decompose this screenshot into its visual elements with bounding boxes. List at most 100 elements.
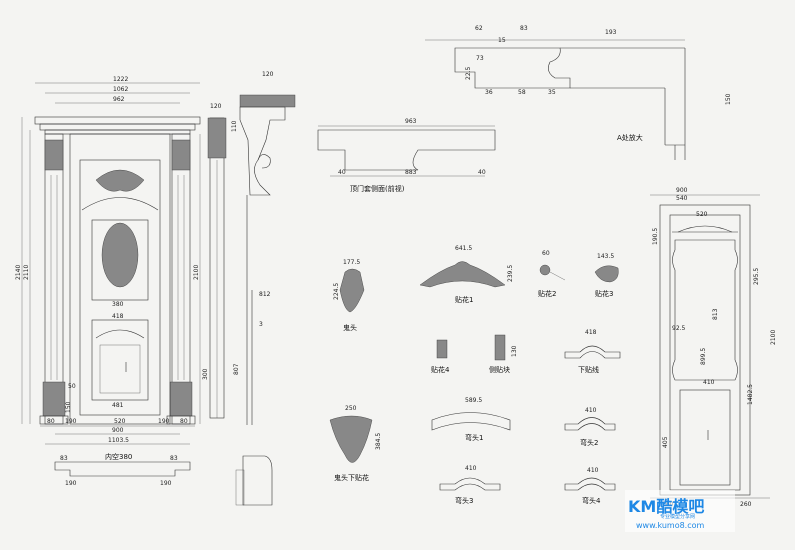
dim-1062: 1062 (113, 86, 128, 93)
dim-963: 963 (405, 118, 417, 125)
watermark-sub: 专业模型分享网 (660, 513, 695, 520)
part-arch-head-2: 410 弯头2 (564, 407, 616, 447)
dim-380: 380 (112, 301, 124, 308)
caption-lower-line: 下贴线 (578, 365, 599, 374)
caption-arch-head-2: 弯头2 (580, 438, 598, 447)
watermark-url: www.kumo8.com (636, 521, 705, 530)
dim-812: 812 (259, 291, 271, 298)
caption-applique-1: 贴花1 (455, 295, 473, 304)
dim-641: 641.5 (455, 245, 472, 252)
dim-80-left: 80 (47, 418, 55, 425)
caption-top-trim-side: 顶门套侧面(前视) (350, 184, 405, 193)
dim-1482: 1482.5 (747, 384, 754, 405)
caption-arch-head-1: 弯头1 (465, 433, 483, 442)
dim-883: 883 (405, 169, 417, 176)
dim-2140: 2140 (15, 265, 22, 280)
dim-250: 250 (345, 405, 357, 412)
dim-190-sill-right: 190 (160, 480, 172, 487)
door-front-elevation: 1222 1062 962 (15, 76, 201, 445)
caption-arch-head-3: 弯头3 (455, 496, 473, 505)
dim-193: 193 (605, 29, 617, 36)
dim-900: 900 (112, 427, 124, 434)
part-lower-line: 418 下贴线 (564, 329, 621, 374)
caption-detail-a: A处放大 (617, 133, 643, 142)
dim-35: 35 (548, 89, 556, 96)
detail-a-enlarged: 62 83 193 15 73 22.5 36 58 35 150 A处放大 (425, 25, 732, 160)
dim-418: 418 (112, 313, 124, 320)
dim-36: 36 (485, 89, 493, 96)
dim-143: 143.5 (597, 253, 614, 260)
watermark-brand: KM酷模吧 (628, 497, 704, 516)
dim-410-a4: 410 (587, 467, 599, 474)
dim-2100-right: 2100 (770, 330, 777, 345)
part-applique-2: 60 贴花2 (538, 250, 566, 298)
dim-177: 177.5 (343, 259, 360, 266)
dim-520-right: 520 (696, 211, 708, 218)
dim-813: 813 (712, 308, 719, 320)
dim-130: 130 (511, 345, 518, 357)
caption-applique-2: 贴花2 (538, 289, 556, 298)
caption-ghost-head-lower: 鬼头下贴花 (334, 473, 369, 482)
caption-applique-4: 贴花4 (431, 365, 450, 374)
part-arch-head-1: 589.5 弯头1 (431, 397, 511, 442)
dim-150-detail: 150 (725, 93, 732, 105)
dim-410-a3: 410 (465, 465, 477, 472)
dim-962: 962 (113, 96, 125, 103)
part-applique-3: 143.5 贴花3 (594, 253, 619, 298)
dim-15: 15 (498, 37, 506, 44)
caption-applique-3: 贴花3 (595, 289, 613, 298)
dim-190-5: 190.5 (652, 228, 659, 245)
dim-80-right: 80 (180, 418, 188, 425)
dim-190-left: 190 (65, 418, 77, 425)
dim-224: 224.5 (333, 283, 340, 300)
dim-60-a2: 60 (542, 250, 550, 257)
part-applique-4: 贴花4 (431, 339, 450, 374)
dim-899: 899.5 (700, 348, 707, 365)
dim-120-top: 120 (262, 71, 274, 78)
dim-83-left: 83 (60, 455, 68, 462)
door-side-section: 120 300 (202, 103, 227, 419)
dim-481: 481 (112, 402, 124, 409)
dim-520: 520 (114, 418, 126, 425)
dim-589: 589.5 (465, 397, 482, 404)
threshold-section: 83 83 内空380 190 190 (54, 452, 191, 487)
part-applique-1: 641.5 239.5 贴花1 (419, 245, 514, 304)
dim-1222: 1222 (113, 76, 128, 83)
cornice-profile: 120 110 812 3 807 (231, 71, 296, 425)
part-side-block: 130 侧贴块 (489, 334, 518, 374)
dim-190-right: 190 (158, 418, 170, 425)
caption-inner-clear: 内空380 (105, 452, 132, 461)
dim-295: 295.5 (753, 268, 760, 285)
dim-40-left: 40 (338, 169, 346, 176)
dim-92: 92.5 (672, 325, 686, 332)
dim-73: 73 (476, 55, 484, 62)
dim-83-top: 83 (520, 25, 528, 32)
top-trim-side-view: 963 40 883 40 顶门套侧面(前视) (317, 118, 496, 193)
part-arch-head-3: 410 弯头3 (439, 465, 501, 505)
dim-807: 807 (233, 363, 240, 375)
caption-ghost-head: 鬼头 (343, 323, 357, 332)
dim-190-sill-left: 190 (65, 480, 77, 487)
dim-83-right: 83 (170, 455, 178, 462)
base-profile (235, 455, 273, 506)
part-ghost-head: 177.5 224.5 鬼头 (333, 259, 365, 332)
watermark-logo: KM酷模吧 专业模型分享网 www.kumo8.com (625, 490, 735, 532)
dim-239: 239.5 (507, 265, 514, 282)
dim-540: 540 (676, 195, 688, 202)
dim-1103: 1103.5 (108, 437, 129, 444)
door-panel-elevation-right: 900 540 520 190.5 295.5 2100 92.5 813 89… (650, 187, 777, 508)
dim-418-part: 418 (585, 329, 597, 336)
dim-22: 22.5 (465, 66, 472, 80)
dim-58: 58 (518, 89, 526, 96)
dim-120-side: 120 (210, 103, 222, 110)
dim-110: 110 (231, 120, 238, 132)
dim-405: 405 (662, 436, 669, 448)
dim-40-right: 40 (478, 169, 486, 176)
dim-410-a2: 410 (585, 407, 597, 414)
caption-side-block: 侧贴块 (489, 365, 510, 374)
dim-2110: 2110 (23, 265, 30, 280)
dim-3: 3 (259, 321, 263, 328)
part-arch-head-4: 410 弯头4 (564, 467, 616, 505)
dim-150: 150 (65, 401, 72, 413)
